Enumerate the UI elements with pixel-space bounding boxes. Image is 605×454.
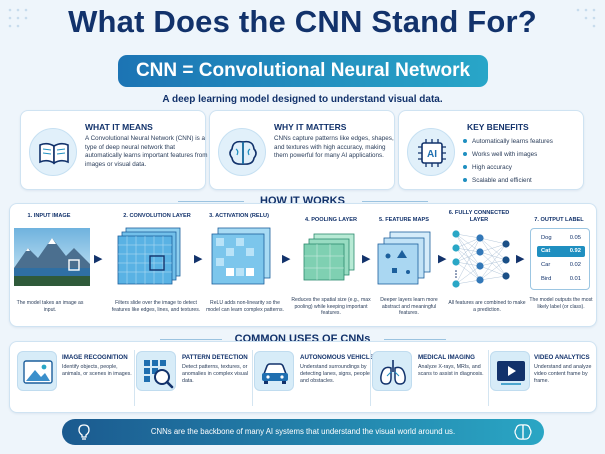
use-separator — [252, 350, 253, 406]
ai-chip-icon: AI — [407, 128, 455, 176]
footer-banner: CNNs are the backbone of many AI systems… — [62, 419, 544, 445]
step-description: Deeper layers learn more abstract and me… — [380, 297, 438, 317]
divider-left — [178, 201, 244, 202]
brain-icon — [218, 128, 266, 176]
brain-icon — [514, 424, 532, 440]
book-icon — [29, 128, 77, 176]
arrow-icon: ▶ — [194, 253, 203, 265]
arrow-icon: ▶ — [516, 253, 525, 265]
definition-banner: CNN = Convolutional Neural Network — [118, 55, 488, 87]
divider-right — [362, 201, 428, 202]
step-description: The model takes an image as input. — [16, 300, 84, 313]
step-label: 6. FULLY CONNECTED LAYER — [448, 210, 510, 223]
use-separator — [134, 350, 135, 406]
card-heading: KEY BENEFITS — [467, 122, 529, 132]
card-key-benefits: AI KEY BENEFITS Automatically learns fea… — [398, 110, 584, 190]
tagline: A deep learning model designed to unders… — [162, 94, 443, 105]
car-icon — [254, 351, 294, 391]
step-label: 7. OUTPUT LABEL — [534, 217, 584, 223]
bullet-icon — [463, 152, 467, 157]
use-separator — [370, 350, 371, 406]
step-label: 4. POOLING LAYER — [304, 217, 357, 223]
lightbulb-icon — [78, 424, 90, 440]
card-heading: WHY IT MATTERS — [274, 122, 347, 132]
use-separator — [488, 350, 489, 406]
benefit-item: Works well with images — [463, 149, 595, 162]
magnifier-grid-icon — [136, 351, 176, 391]
page-title: What Does the CNN Stand For? — [68, 4, 537, 39]
step-description: All features are combined to make a pred… — [448, 300, 526, 313]
card-why-it-matters: WHY IT MATTERS CNNs capture patterns lik… — [209, 110, 395, 190]
step-description: Filters slide over the image to detect f… — [111, 300, 201, 313]
use-text: Understand surroundings by detecting lan… — [300, 364, 372, 384]
step-description: Reduces the spatial size (e.g., max pool… — [291, 297, 371, 317]
arrow-icon: ▶ — [94, 253, 103, 265]
use-heading: VIDEO ANALYTICS — [534, 354, 590, 361]
use-text: Identify objects, people, animals, or sc… — [62, 364, 132, 377]
bullet-icon — [463, 165, 467, 170]
bullet-icon — [463, 178, 467, 183]
use-heading: IMAGE RECOGNITION — [62, 354, 128, 361]
video-play-icon — [490, 351, 530, 391]
card-what-it-means: WHAT IT MEANS A Convolutional Neural Net… — [20, 110, 208, 190]
use-text: Analyze X-rays, MRIs, and scans to assis… — [418, 364, 484, 377]
use-text: Understand and analyze video content fra… — [534, 364, 592, 384]
use-heading: AUTONOMOUS VEHICLES — [300, 354, 378, 361]
arrow-icon: ▶ — [282, 253, 291, 265]
step-description: ReLU adds non-linearity so the model can… — [206, 300, 284, 313]
how-it-works-panel: 1. INPUT IMAGE 2. CONVOLUTION LAYER 3. A… — [9, 203, 597, 327]
divider-right — [384, 339, 446, 340]
pooling-layer-graphic — [303, 233, 355, 281]
benefit-item: Scalable and efficient — [463, 175, 595, 188]
arrow-icon: ▶ — [438, 253, 447, 265]
ai-chip-label: AI — [427, 149, 437, 160]
benefit-item: High accuracy — [463, 162, 595, 175]
card-text: CNNs capture patterns like edges, shapes… — [274, 135, 394, 160]
fully-connected-graphic — [452, 230, 510, 288]
input-image — [14, 228, 90, 286]
step-label: 2. CONVOLUTION LAYER — [123, 213, 191, 219]
card-heading: WHAT IT MEANS — [85, 122, 153, 132]
use-text: Detect patterns, textures, or anomalies … — [182, 364, 248, 384]
step-label: 5. FEATURE MAPS — [379, 217, 429, 223]
use-heading: MEDICAL IMAGING — [418, 354, 475, 361]
decor-dots-left — [8, 8, 28, 28]
step-description: The model outputs the most likely label … — [529, 297, 593, 310]
footer-text: CNNs are the backbone of many AI systems… — [150, 427, 456, 436]
use-heading: PATTERN DETECTION — [182, 354, 248, 361]
decor-dots-right — [576, 8, 596, 28]
step-label: 1. INPUT IMAGE — [27, 213, 71, 219]
benefit-list: Automatically learns features Works well… — [463, 136, 595, 188]
bullet-icon — [463, 139, 467, 144]
common-uses-panel: IMAGE RECOGNITION Identify objects, peop… — [9, 341, 597, 413]
benefit-item: Automatically learns features — [463, 136, 595, 149]
convolution-layer-graphic — [117, 227, 181, 285]
arrow-icon: ▶ — [362, 253, 371, 265]
step-label: 3. ACTIVATION (RELU) — [209, 213, 269, 219]
activation-layer-graphic — [211, 227, 271, 285]
card-text: A Convolutional Neural Network (CNN) is … — [85, 135, 208, 168]
lungs-icon — [372, 351, 412, 391]
divider-left — [160, 339, 222, 340]
image-icon — [17, 351, 57, 391]
feature-maps-graphic — [377, 231, 431, 285]
